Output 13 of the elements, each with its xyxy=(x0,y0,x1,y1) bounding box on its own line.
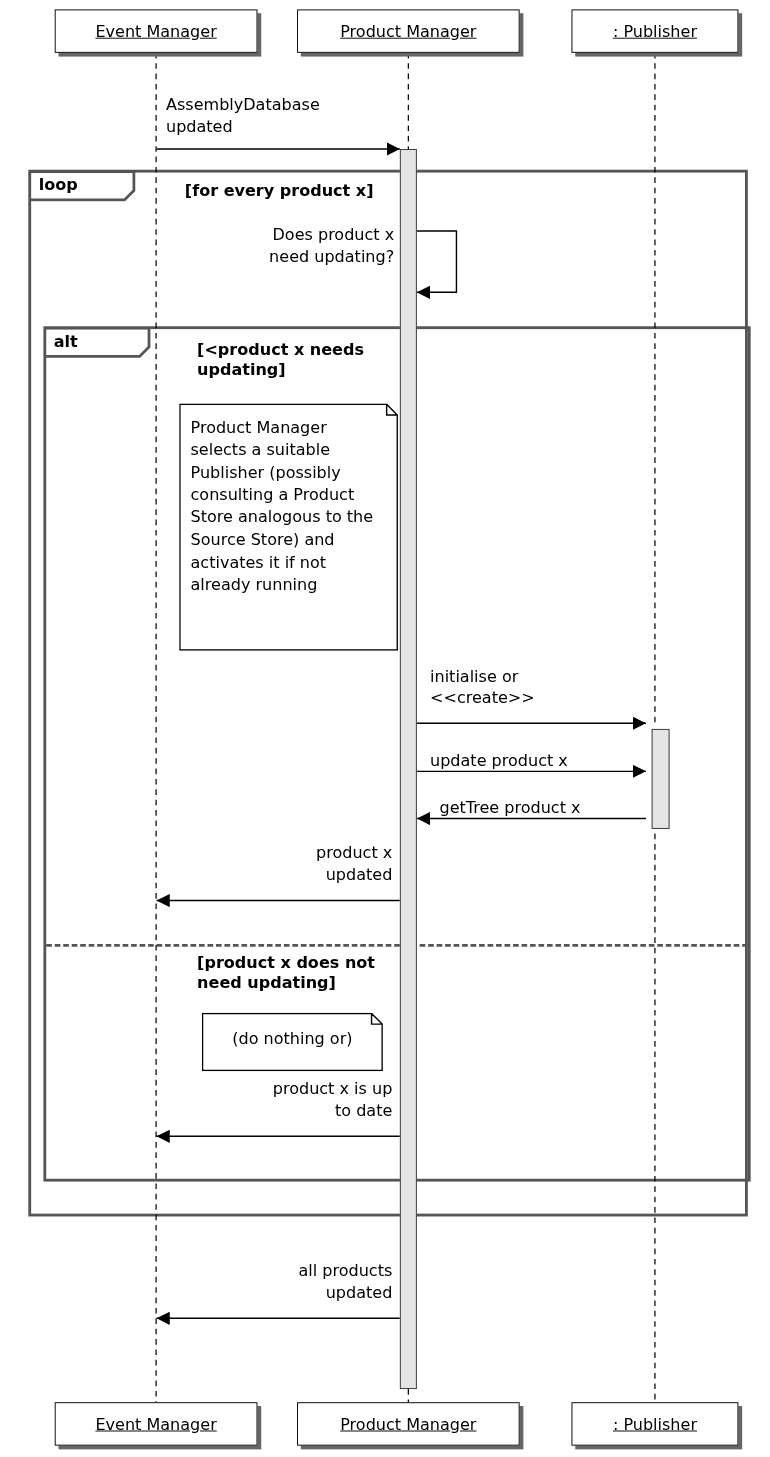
message-label: update product x xyxy=(430,749,569,772)
fragment-operator: loop xyxy=(38,175,78,195)
message-label: product x is up to date xyxy=(271,1077,393,1122)
message-label: initialise or <<create>> xyxy=(430,665,536,709)
message-label: AssemblyDatabase updated xyxy=(166,94,321,138)
guard-condition: [product x does not need updating] xyxy=(197,951,376,994)
message-label: Does product x need updating? xyxy=(268,224,395,268)
guard-condition: [for every product x] xyxy=(184,180,375,201)
message-label: all products updated xyxy=(297,1259,393,1304)
message-label: getTree product x xyxy=(439,796,582,819)
guard-condition: [<product x needs updating] xyxy=(197,338,365,381)
message-label: product x updated xyxy=(315,842,393,886)
fragment-operator: alt xyxy=(53,331,78,351)
